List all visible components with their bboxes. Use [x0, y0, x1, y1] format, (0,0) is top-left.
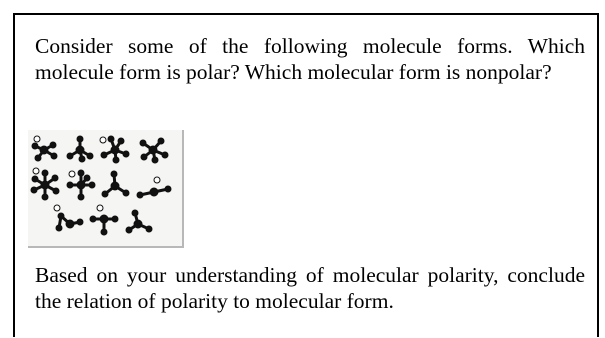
- conclusion-prompt: Based on your understanding of molecular…: [35, 263, 585, 313]
- molecule-model: [89, 204, 119, 236]
- molecule-model: [101, 170, 130, 198]
- molecule-model: [139, 137, 169, 164]
- molecule-model: [136, 176, 172, 199]
- molecule-model: [66, 135, 94, 163]
- question-prompt: Consider some of the following molecule …: [35, 34, 585, 84]
- molecule-model: [99, 135, 130, 164]
- molecule-model: [66, 169, 96, 201]
- molecule-model: [31, 135, 58, 162]
- molecule-model: [53, 204, 84, 232]
- question-box: [13, 13, 599, 337]
- molecular-geometry-models-icon: [30, 135, 172, 236]
- molecule-shapes-figure: [28, 130, 188, 252]
- molecule-model: [30, 167, 60, 201]
- molecule-model: [125, 209, 153, 234]
